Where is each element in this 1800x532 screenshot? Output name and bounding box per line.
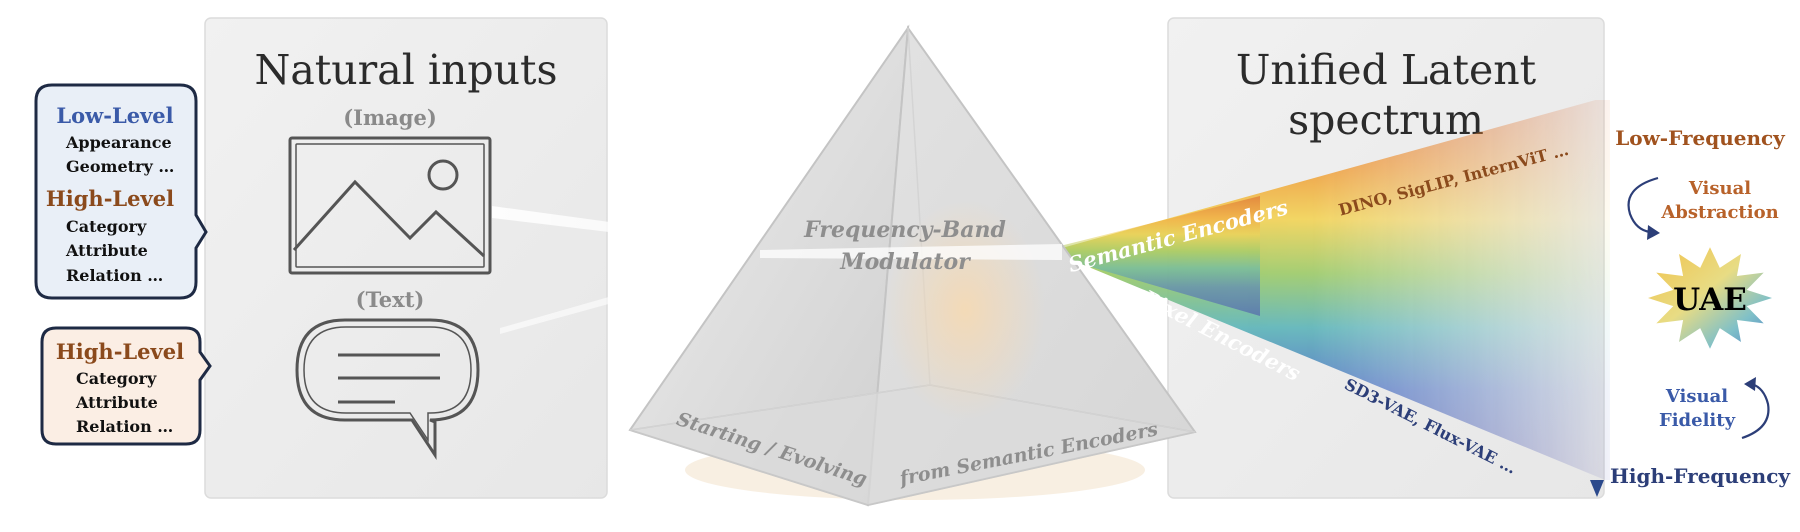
high-frequency-label: High-Frequency — [1610, 464, 1791, 488]
curved-arrow-icon — [1741, 377, 1770, 440]
curved-arrow-icon — [1627, 176, 1660, 240]
prism-label-line2: Modulator — [839, 249, 971, 275]
prism: Frequency-Band Modulator Starting / Evol… — [628, 24, 1197, 507]
image-callout: Low-Level Appearance Geometry … High-Lev… — [34, 83, 208, 300]
rainbow-spectrum-beam — [1062, 96, 1610, 482]
low-frequency-label: Low-Frequency — [1615, 126, 1786, 150]
visual-abstraction-line2: Abstraction — [1660, 202, 1778, 223]
visual-fidelity-line2: Fidelity — [1659, 410, 1736, 431]
text-high-level-item: Category — [76, 369, 157, 388]
input-light-beams — [492, 206, 770, 334]
natural-inputs-panel: Natural inputs (Image) (Text) — [204, 17, 608, 499]
star-badge-icon: UAE — [1648, 247, 1772, 349]
unified-latent-title-line1: Unified Latent — [1236, 46, 1537, 94]
image-high-level-item: Attribute — [65, 241, 148, 260]
image-low-level-item: Geometry … — [66, 157, 174, 176]
image-low-level-item: Appearance — [65, 133, 172, 152]
natural-inputs-title: Natural inputs — [254, 46, 557, 94]
image-icon — [288, 136, 492, 275]
prism-label-line1: Frequency-Band — [803, 217, 1006, 243]
visual-fidelity-line1: Visual — [1665, 386, 1728, 407]
image-high-level-item: Relation … — [66, 266, 163, 285]
rainbow-core — [1060, 196, 1260, 316]
text-high-level-item: Relation … — [76, 417, 173, 436]
text-high-level-title: High-Level — [56, 339, 184, 364]
unified-latent-title-line2: spectrum — [1288, 96, 1484, 144]
speech-bubble-icon — [295, 318, 480, 461]
image-high-level-title: High-Level — [46, 186, 174, 211]
image-low-level-title: Low-Level — [56, 103, 173, 128]
image-label: (Image) — [343, 105, 437, 130]
uae-badge-label: UAE — [1673, 282, 1747, 318]
text-callout: High-Level Category Attribute Relation … — [40, 326, 212, 446]
visual-abstraction-line1: Visual — [1688, 178, 1751, 199]
text-high-level-item: Attribute — [75, 393, 158, 412]
image-high-level-item: Category — [66, 217, 147, 236]
frequency-axis: Low-Frequency High-Frequency Visual Abst… — [1590, 126, 1791, 497]
text-label: (Text) — [356, 287, 425, 312]
